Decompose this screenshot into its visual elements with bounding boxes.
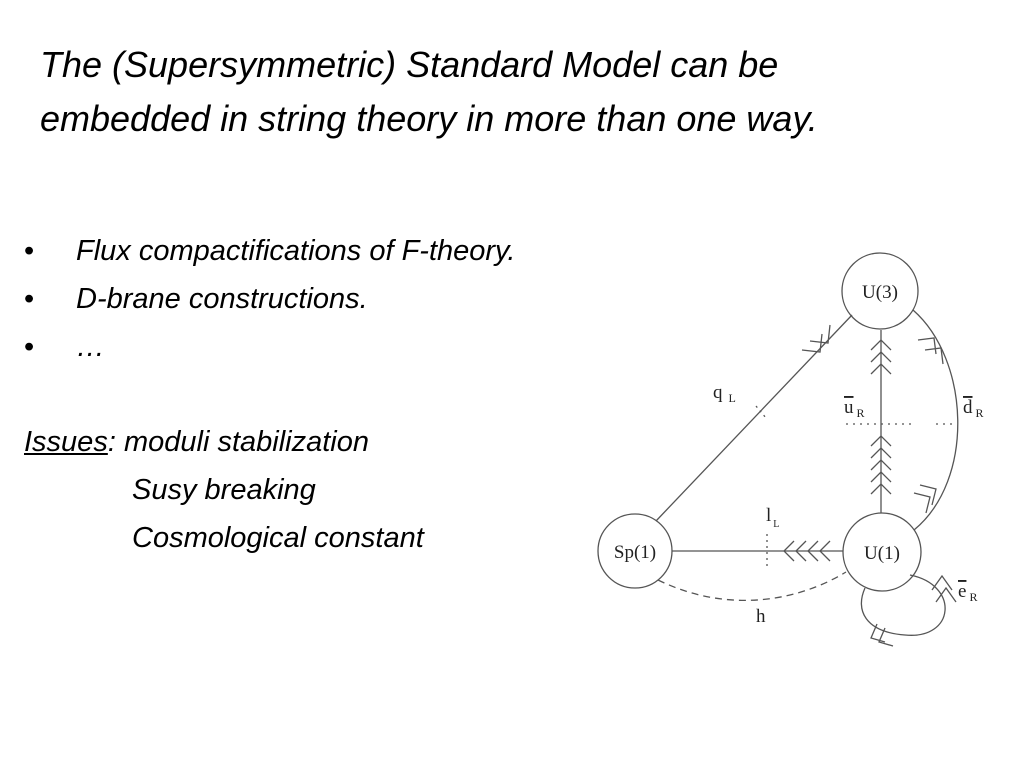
title-line-2: embedded in string theory in more than o… <box>40 98 818 139</box>
bullet-text: D-brane constructions. <box>76 283 368 315</box>
edge-er-loop <box>860 574 946 636</box>
bullet-item: • … <box>24 323 515 371</box>
issue-item: Susy breaking <box>132 474 316 506</box>
edge-ql <box>655 314 853 522</box>
bullet-marker: • <box>24 235 35 267</box>
ql-sub: L <box>729 391 736 405</box>
issue-item: Cosmological constant <box>132 522 424 554</box>
h-label: h <box>756 606 766 627</box>
bullet-item: • D-brane constructions. <box>24 275 515 323</box>
bullet-marker: • <box>24 283 35 315</box>
issues-block: Issues: moduli stabilization Susy breaki… <box>24 418 424 562</box>
edge-dr <box>912 309 959 531</box>
edge-h <box>657 571 847 602</box>
dr-main: d <box>963 397 973 418</box>
ql-main: q <box>713 382 723 403</box>
u3-label: U(3) <box>862 282 898 303</box>
edge-ll-arrows <box>783 540 831 562</box>
bullet-list: • Flux compactifications of F-theory. • … <box>24 227 515 371</box>
edge-ql-arrows <box>801 324 831 353</box>
sp1-label: Sp(1) <box>614 542 656 563</box>
dr-sub: R <box>976 406 984 420</box>
u3-node <box>841 252 919 330</box>
er-sub: R <box>969 590 977 604</box>
ll-main: l <box>766 505 771 526</box>
title-line-1: The (Supersymmetric) Standard Model can … <box>40 44 779 85</box>
u1-label: U(1) <box>864 543 900 564</box>
ll-sub: L <box>773 519 779 530</box>
issues-label: Issues <box>24 426 108 458</box>
ur-main: u <box>844 397 854 418</box>
issues-first-row: Issues: moduli stabilization <box>24 418 424 466</box>
edge-ql-tick <box>755 405 767 419</box>
edge-dr-arrows <box>913 337 944 514</box>
er-main: e <box>958 581 966 602</box>
bullet-item: • Flux compactifications of F-theory. <box>24 227 515 275</box>
ur-sub: R <box>857 406 865 420</box>
bullet-text: … <box>76 331 105 363</box>
slide-title: The (Supersymmetric) Standard Model can … <box>40 38 1000 146</box>
bullet-text: Flux compactifications of F-theory. <box>76 235 516 267</box>
u1-node <box>842 512 922 592</box>
issues-separator: : <box>107 426 124 458</box>
edge-ur-arrows <box>870 339 892 495</box>
bullet-marker: • <box>24 331 35 363</box>
issue-item: moduli stabilization <box>123 426 369 458</box>
edge-er-arrows <box>870 574 957 647</box>
